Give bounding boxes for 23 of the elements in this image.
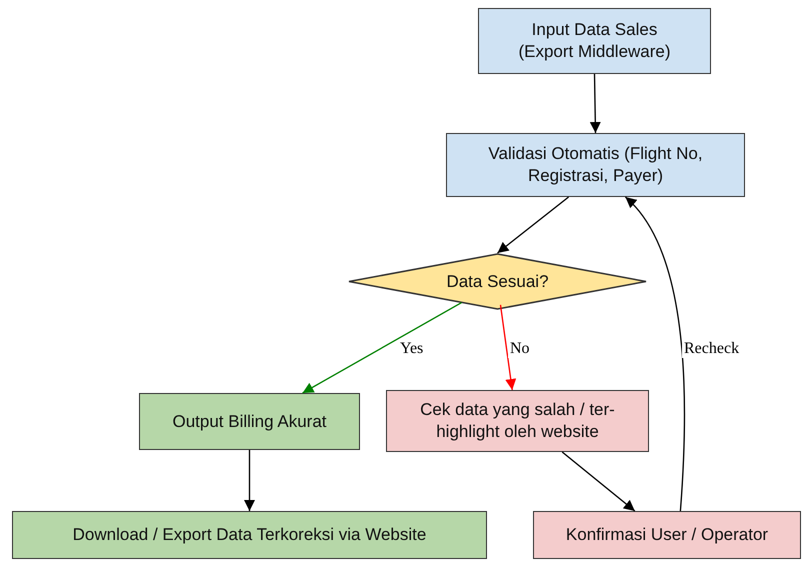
node-text: Input Data Sales (Export Middleware) <box>517 19 672 63</box>
node-text: Validasi Otomatis (Flight No, Registrasi, Payer) <box>487 143 704 187</box>
arrow <box>302 302 462 394</box>
arrow <box>562 452 636 512</box>
process-box <box>139 393 360 450</box>
node-text: Output Billing Akurat <box>172 410 327 432</box>
arrow <box>497 196 569 254</box>
process-box <box>446 133 745 197</box>
edge-label: No <box>508 340 532 358</box>
arrow <box>244 450 255 511</box>
node-text: Download / Export Data Terkoreksi via Website <box>72 524 426 546</box>
process-box <box>12 511 487 559</box>
arrow <box>500 304 516 390</box>
node-text: Data Sesuai? <box>446 270 549 292</box>
arrow <box>590 74 601 134</box>
node-text: Konfirmasi User / Operator <box>566 524 768 546</box>
arrow <box>624 196 685 512</box>
process-box <box>386 390 649 452</box>
process-box <box>533 511 801 559</box>
edge-label: Recheck <box>682 340 742 358</box>
node-text: Cek data yang salah / ter-highlight oleh website <box>419 399 616 443</box>
decision-diamond <box>348 253 647 310</box>
process-box <box>478 8 711 74</box>
